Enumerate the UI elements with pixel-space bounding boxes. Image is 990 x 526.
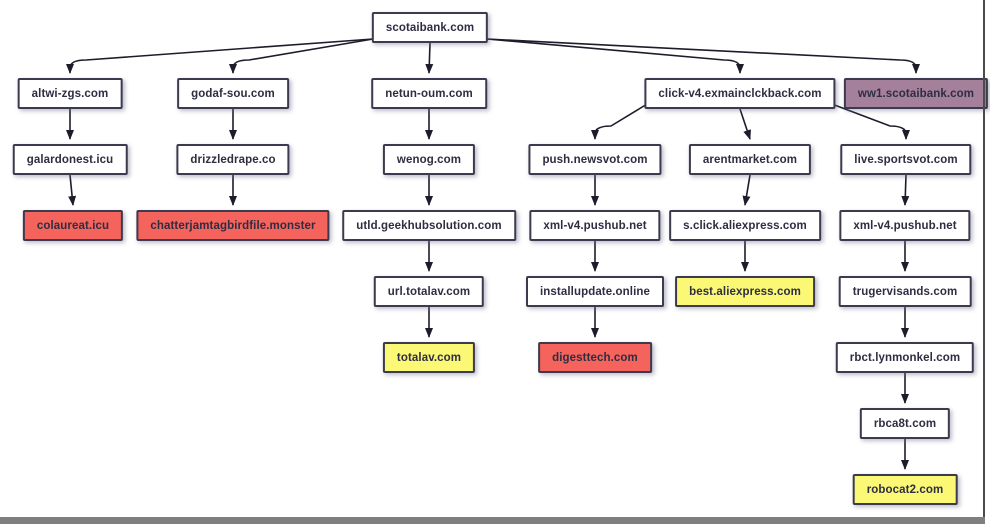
domain-label: xml-v4.pushub.net	[853, 219, 957, 232]
domain-label: wenog.com	[396, 153, 462, 166]
domain-label: totalav.com	[396, 351, 462, 364]
domain-node: godaf-sou.com	[177, 78, 289, 109]
domain-node: altwi-zgs.com	[17, 78, 123, 109]
domain-node: arentmarket.com	[688, 144, 812, 175]
domain-label: installupdate.online	[540, 285, 650, 298]
domain-node: netun-oum.com	[371, 78, 487, 109]
domain-label: push.newsvot.com	[542, 153, 648, 166]
domain-node: ww1.scotaibank.com	[843, 78, 989, 109]
domain-node: scotaibank.com	[371, 12, 489, 43]
domain-node: robocat2.com	[852, 474, 958, 505]
window-bottom-bar	[0, 517, 985, 524]
domain-label: trugervisands.com	[852, 285, 958, 298]
domain-label: altwi-zgs.com	[31, 87, 109, 100]
domain-node: wenog.com	[382, 144, 476, 175]
domain-node: totalav.com	[382, 342, 476, 373]
domain-node: trugervisands.com	[838, 276, 972, 307]
domain-node: xml-v4.pushub.net	[529, 210, 661, 241]
domain-label: utld.geekhubsolution.com	[356, 219, 502, 232]
domain-label: arentmarket.com	[702, 153, 798, 166]
domain-node: chatterjamtagbirdfile.monster	[136, 210, 330, 241]
domain-node: rbct.lynmonkel.com	[835, 342, 975, 373]
domain-label: chatterjamtagbirdfile.monster	[150, 219, 316, 232]
domain-label: godaf-sou.com	[191, 87, 275, 100]
redirect-edge	[229, 38, 374, 74]
redirect-edge	[591, 104, 646, 140]
domain-node: digesttech.com	[538, 342, 652, 373]
domain-node: colaureat.icu	[22, 210, 124, 241]
domain-label: netun-oum.com	[385, 87, 473, 100]
domain-label: robocat2.com	[866, 483, 944, 496]
redirect-edge	[486, 38, 920, 74]
window-right-border	[983, 0, 985, 518]
domain-node: installupdate.online	[526, 276, 664, 307]
domain-label: ww1.scotaibank.com	[857, 87, 975, 100]
domain-node: click-v4.exmainclckback.com	[644, 78, 836, 109]
domain-label: click-v4.exmainclckback.com	[658, 87, 822, 100]
redirect-edge	[901, 174, 910, 206]
domain-label: xml-v4.pushub.net	[543, 219, 647, 232]
domain-node: xml-v4.pushub.net	[839, 210, 971, 241]
domain-label: scotaibank.com	[385, 21, 475, 34]
domain-node: s.click.aliexpress.com	[669, 210, 821, 241]
domain-label: galardonest.icu	[26, 153, 114, 166]
redirect-edge	[742, 174, 751, 206]
domain-node: live.sportsvot.com	[840, 144, 972, 175]
domain-node: drizzledrape.co	[176, 144, 290, 175]
redirect-edge	[66, 38, 374, 74]
domain-label: digesttech.com	[552, 351, 638, 364]
domain-label: url.totalav.com	[387, 285, 471, 298]
domain-label: live.sportsvot.com	[854, 153, 958, 166]
redirect-edge	[486, 38, 744, 74]
domain-label: colaureat.icu	[36, 219, 110, 232]
domain-node: rbca8t.com	[859, 408, 951, 439]
domain-node: best.aliexpress.com	[675, 276, 815, 307]
domain-label: rbct.lynmonkel.com	[849, 351, 961, 364]
redirect-edge	[68, 174, 77, 206]
domain-node: url.totalav.com	[373, 276, 485, 307]
redirect-edge	[834, 104, 910, 140]
redirect-edge	[739, 108, 751, 140]
domain-node: utld.geekhubsolution.com	[342, 210, 516, 241]
domain-label: best.aliexpress.com	[689, 285, 801, 298]
domain-label: s.click.aliexpress.com	[683, 219, 807, 232]
redirect-edge	[425, 42, 434, 74]
domain-node: galardonest.icu	[12, 144, 128, 175]
domain-label: rbca8t.com	[873, 417, 937, 430]
domain-node: push.newsvot.com	[528, 144, 662, 175]
domain-label: drizzledrape.co	[190, 153, 276, 166]
